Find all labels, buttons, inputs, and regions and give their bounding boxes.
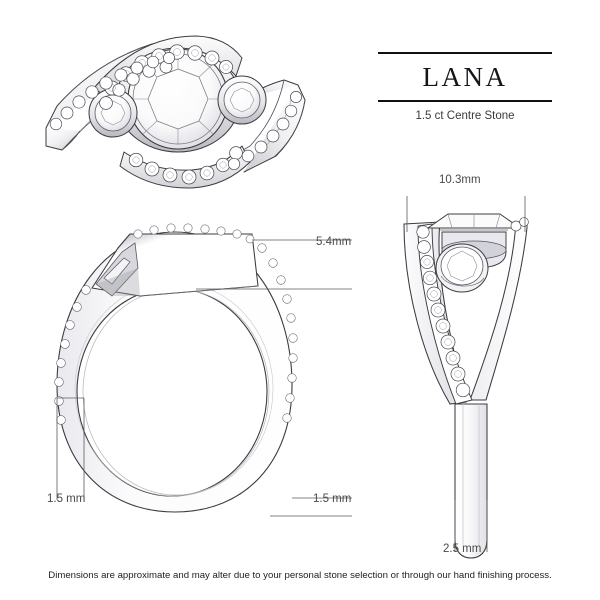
pave-stones-left-shank	[49, 52, 175, 131]
dimension-label-shank-width: 2.5 mm	[443, 543, 482, 555]
title-rule-top	[378, 52, 552, 54]
pave-stones-front-channel	[416, 225, 471, 398]
pave-stones-side-right	[257, 243, 298, 423]
dimension-leaders-side	[56, 239, 352, 517]
dimension-leaders-front	[406, 196, 526, 552]
brand-name: LANA	[422, 62, 508, 92]
pave-stones-side-left	[54, 285, 91, 425]
title-rule-bottom	[378, 100, 552, 102]
centre-stone-subtitle: 1.5 ct Centre Stone	[415, 110, 515, 122]
pave-stones-right-shank	[227, 91, 302, 171]
dimension-label-band-width-right: 1.5 mm	[313, 493, 352, 505]
pave-stones-lower-arc	[128, 146, 243, 185]
pave-stones-upper-arc	[99, 44, 233, 110]
pave-stones-front-right-top	[510, 217, 529, 232]
dimension-label-top-width: 5.4mm	[316, 236, 352, 248]
pave-stones-side-top	[133, 223, 255, 244]
footer-disclaimer: Dimensions are approximate and may alter…	[48, 570, 552, 581]
dimension-label-band-width-left: 1.5 mm	[47, 493, 86, 505]
dimension-label-head-width: 10.3mm	[439, 174, 481, 186]
title-block: LANA 1.5 ct Centre Stone	[378, 52, 552, 122]
